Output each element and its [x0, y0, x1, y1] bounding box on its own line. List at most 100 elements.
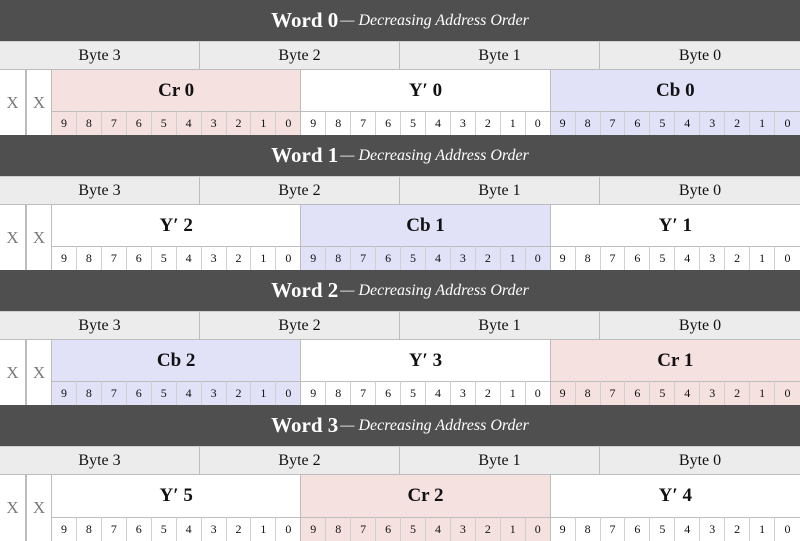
bit-number: 7	[351, 111, 377, 135]
bit-number: 1	[500, 381, 526, 405]
unused-bit: X	[0, 205, 26, 270]
bit-number: 0	[276, 381, 302, 405]
bit-number: 8	[76, 517, 102, 541]
component-field: Y′ 4	[550, 475, 800, 517]
bit-number: 0	[525, 517, 551, 541]
bit-number: 0	[775, 381, 800, 405]
bit-number: 6	[126, 246, 152, 270]
bit-number: 2	[226, 111, 252, 135]
word-header: Word 1— Decreasing Address Order	[0, 135, 800, 177]
bit-number: 8	[575, 246, 601, 270]
bit-number: 1	[251, 111, 277, 135]
bit-number: 9	[550, 246, 576, 270]
bit-number: 3	[201, 381, 227, 405]
bit-number: 8	[326, 381, 352, 405]
component-field: Y′ 5	[52, 475, 302, 517]
bit-number: 4	[675, 381, 701, 405]
component-field: Cr 2	[301, 475, 551, 517]
bit-number: 3	[201, 111, 227, 135]
bit-number: 5	[401, 246, 426, 270]
bit-number: 1	[750, 246, 776, 270]
bit-number: 6	[126, 381, 152, 405]
byte-label: Byte 2	[200, 177, 400, 204]
bit-number: 1	[750, 381, 776, 405]
byte-label: Byte 3	[0, 42, 200, 69]
component-field: Y′ 0	[301, 70, 551, 111]
bit-number: 0	[525, 246, 551, 270]
unused-bit: X	[0, 70, 26, 135]
bit-number: 5	[650, 517, 676, 541]
bit-number: 6	[126, 517, 152, 541]
bit-number: 5	[151, 381, 177, 405]
unused-bit: X	[26, 340, 52, 405]
bit-number: 7	[101, 246, 127, 270]
bit-number: 8	[326, 111, 352, 135]
word-subtitle: — Decreasing Address Order	[340, 146, 529, 164]
bit-number: 6	[376, 246, 402, 270]
byte-label: Byte 0	[678, 316, 722, 334]
bit-number: 5	[151, 111, 177, 135]
unused-bit: X	[0, 340, 26, 405]
byte-label: Byte 1	[400, 42, 600, 69]
bit-number: 7	[351, 246, 377, 270]
bit-number: 9	[550, 381, 576, 405]
component-field: Cb 1	[301, 205, 551, 246]
bit-number: 1	[500, 111, 526, 135]
bit-number: 9	[301, 517, 327, 541]
bit-number: 4	[675, 246, 701, 270]
bit-number: 9	[52, 246, 77, 270]
byte-label: Byte 0	[678, 46, 722, 64]
bit-number: 1	[500, 246, 526, 270]
byte-label: Byte 2	[200, 42, 400, 69]
bit-number: 4	[176, 381, 202, 405]
bit-number: 5	[650, 246, 676, 270]
bit-number: 2	[725, 111, 751, 135]
word-header: Word 0— Decreasing Address Order	[0, 0, 800, 42]
word-title: Word 2	[271, 278, 339, 302]
bit-number: 2	[725, 381, 751, 405]
bit-number: 3	[450, 111, 476, 135]
bit-number: 2	[226, 517, 252, 541]
bit-number: 7	[101, 381, 127, 405]
bit-number: 7	[351, 517, 377, 541]
bit-number: 6	[625, 246, 651, 270]
bit-number: 1	[251, 517, 277, 541]
byte-label: Byte 1	[400, 177, 600, 204]
bit-number: 2	[725, 246, 751, 270]
bit-number: 0	[276, 111, 302, 135]
bit-number: 8	[76, 111, 102, 135]
component-field: Y′ 1	[550, 205, 800, 246]
byte-label: Byte 1	[400, 447, 600, 474]
unused-bit: X	[26, 475, 52, 541]
bit-number: 9	[550, 111, 576, 135]
bit-number: 2	[475, 381, 501, 405]
bit-number: 5	[401, 517, 426, 541]
bit-number: 4	[425, 111, 451, 135]
bit-number: 9	[301, 381, 327, 405]
bit-number: 7	[101, 517, 127, 541]
bit-number: 9	[301, 111, 327, 135]
bit-number: 9	[550, 517, 576, 541]
word-title: Word 3	[271, 413, 339, 437]
byte-label: Byte 3	[0, 177, 200, 204]
bit-number: 7	[351, 381, 377, 405]
bit-number: 6	[376, 517, 402, 541]
bit-number: 1	[750, 517, 776, 541]
bit-number: 6	[126, 111, 152, 135]
bit-number: 2	[725, 517, 751, 541]
bit-number: 4	[675, 517, 701, 541]
bit-number: 0	[276, 517, 302, 541]
bit-number: 0	[775, 517, 800, 541]
byte-label: Byte 3	[0, 447, 200, 474]
bit-number: 6	[625, 517, 651, 541]
bit-number: 1	[251, 381, 277, 405]
bit-number: 1	[500, 517, 526, 541]
bit-number: 2	[226, 381, 252, 405]
byte-label: Byte 2	[200, 312, 400, 339]
bit-number: 7	[600, 111, 626, 135]
